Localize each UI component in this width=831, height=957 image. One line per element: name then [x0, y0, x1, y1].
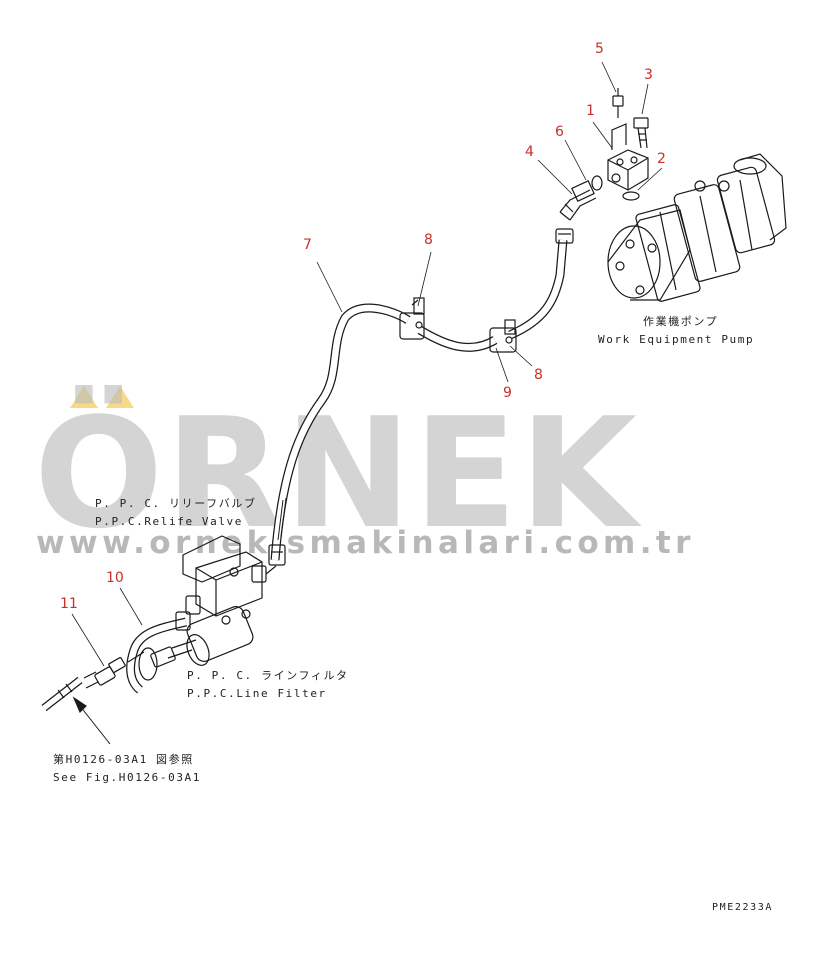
- adapter-block-1: [607, 123, 649, 191]
- callout-6: 6: [555, 124, 564, 140]
- callout-5: 4: [525, 144, 534, 160]
- line-filter-label-en: P.P.C.Line Filter: [187, 687, 327, 700]
- callout-3: 3: [644, 67, 653, 83]
- callout-11: 11: [60, 596, 78, 612]
- ppc-relief-valve: [182, 535, 277, 617]
- watermark-accent-right: [106, 386, 134, 408]
- o-ring-6: [591, 175, 603, 191]
- watermark-brand: ÖRNEK: [34, 385, 640, 562]
- pump-label-jp: 作業機ポンプ: [643, 315, 719, 328]
- callout-2: 2: [657, 151, 666, 167]
- watermark-accent-left: [70, 386, 98, 408]
- elbow-5: [559, 180, 597, 221]
- reference-label-jp: 第H0126-03A1 図参照: [53, 753, 194, 766]
- bolt-3: [633, 117, 649, 149]
- callout-7: 7: [303, 237, 312, 253]
- callout-8-upper: 8: [424, 232, 433, 248]
- callout-8-lower: 8: [534, 367, 543, 383]
- hose-10: [126, 611, 191, 694]
- fitting-11: [41, 656, 126, 712]
- clamp-8-upper: [399, 297, 425, 340]
- callout-10: 10: [106, 570, 124, 586]
- work-equipment-pump: [607, 153, 787, 302]
- reference-label-en: See Fig.H0126-03A1: [53, 771, 202, 784]
- reference-arrow: [72, 696, 111, 745]
- line-filter-label-jp: P. P. C. ラインフィルタ: [187, 669, 349, 682]
- watermark-url: www.ornekismakinalari.com.tr: [36, 525, 695, 561]
- callout-1: 1: [586, 103, 595, 119]
- plug-4: [612, 88, 624, 118]
- callout-9: 9: [503, 385, 512, 401]
- clamp-8-lower: [489, 319, 517, 353]
- pump-label-en: Work Equipment Pump: [598, 333, 755, 346]
- o-ring-2: [622, 191, 640, 201]
- callout-4: 5: [595, 41, 604, 57]
- relief-valve-label-jp: P. P. C. リリーフバルブ: [95, 497, 257, 510]
- hose-7: [268, 228, 574, 566]
- relief-valve-label-en: P.P.C.Relife Valve: [95, 515, 244, 528]
- leader-lines: [71, 61, 663, 667]
- drawing-code: PME2233A: [712, 902, 773, 913]
- ppc-line-filter: [150, 606, 254, 668]
